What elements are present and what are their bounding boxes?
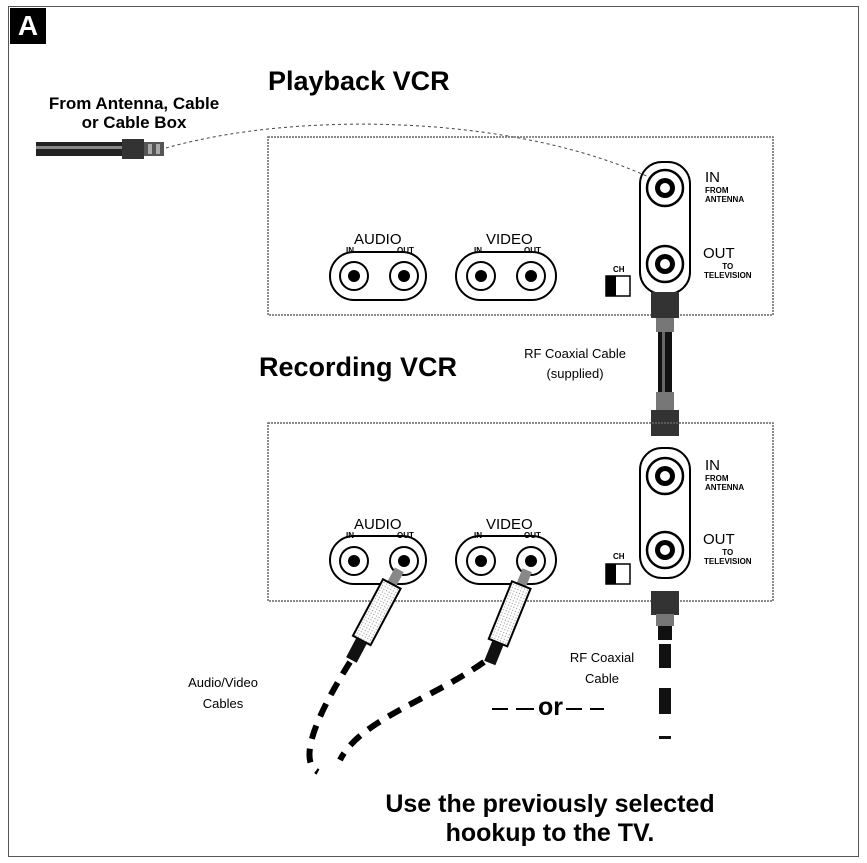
recording-audio-label: AUDIO [354, 516, 402, 533]
playback-rf-out-label: OUT [703, 245, 735, 262]
playback-rf-in-label: IN [705, 169, 720, 186]
playback-ch-label: CH [613, 265, 625, 274]
panel-badge: A [10, 8, 46, 44]
av-cables-label: Audio/Video Cables [188, 675, 258, 712]
recording-vcr-panel [267, 422, 774, 602]
bottom-note: Use the previously selected hookup to th… [385, 790, 715, 847]
recording-video-in-label: IN [474, 531, 482, 540]
recording-ch-label: CH [613, 552, 625, 561]
playback-rf-out-sub: TO TELEVISION [704, 262, 752, 280]
playback-video-label: VIDEO [486, 231, 533, 248]
recording-video-label: VIDEO [486, 516, 533, 533]
playback-audio-label: AUDIO [354, 231, 402, 248]
playback-video-out-label: OUT [524, 246, 541, 255]
recording-video-out-label: OUT [524, 531, 541, 540]
playback-audio-out-label: OUT [397, 246, 414, 255]
rf-coaxial-cable-supplied [651, 292, 679, 436]
playback-vcr-title: Playback VCR [268, 66, 450, 96]
video-cable [337, 568, 532, 762]
recording-rf-out-label: OUT [703, 531, 735, 548]
recording-audio-in-label: IN [346, 531, 354, 540]
recording-rf-in-label: IN [705, 457, 720, 474]
source-label: From Antenna, Cable or Cable Box [48, 94, 220, 132]
antenna-lead-line [165, 123, 656, 181]
recording-rf-in-sub: FROM ANTENNA [705, 474, 745, 492]
recording-rf-out-sub: TO TELEVISION [704, 548, 752, 566]
antenna-cable [36, 139, 164, 159]
playback-audio-in-label: IN [346, 246, 354, 255]
rf-cable-label: RF Coaxial Cable [569, 650, 635, 687]
rf-coaxial-cable-out [651, 591, 679, 739]
playback-vcr-panel [267, 136, 774, 316]
playback-rf-in-sub: FROM ANTENNA [705, 186, 745, 204]
recording-audio-out-label: OUT [397, 531, 414, 540]
diagram-frame [8, 6, 859, 857]
or-label: or [538, 693, 563, 721]
audio-cable [306, 567, 404, 775]
recording-vcr-title: Recording VCR [259, 352, 458, 382]
rf-cable-supplied-label: RF Coaxial Cable (supplied) [524, 346, 626, 381]
playback-video-in-label: IN [474, 246, 482, 255]
